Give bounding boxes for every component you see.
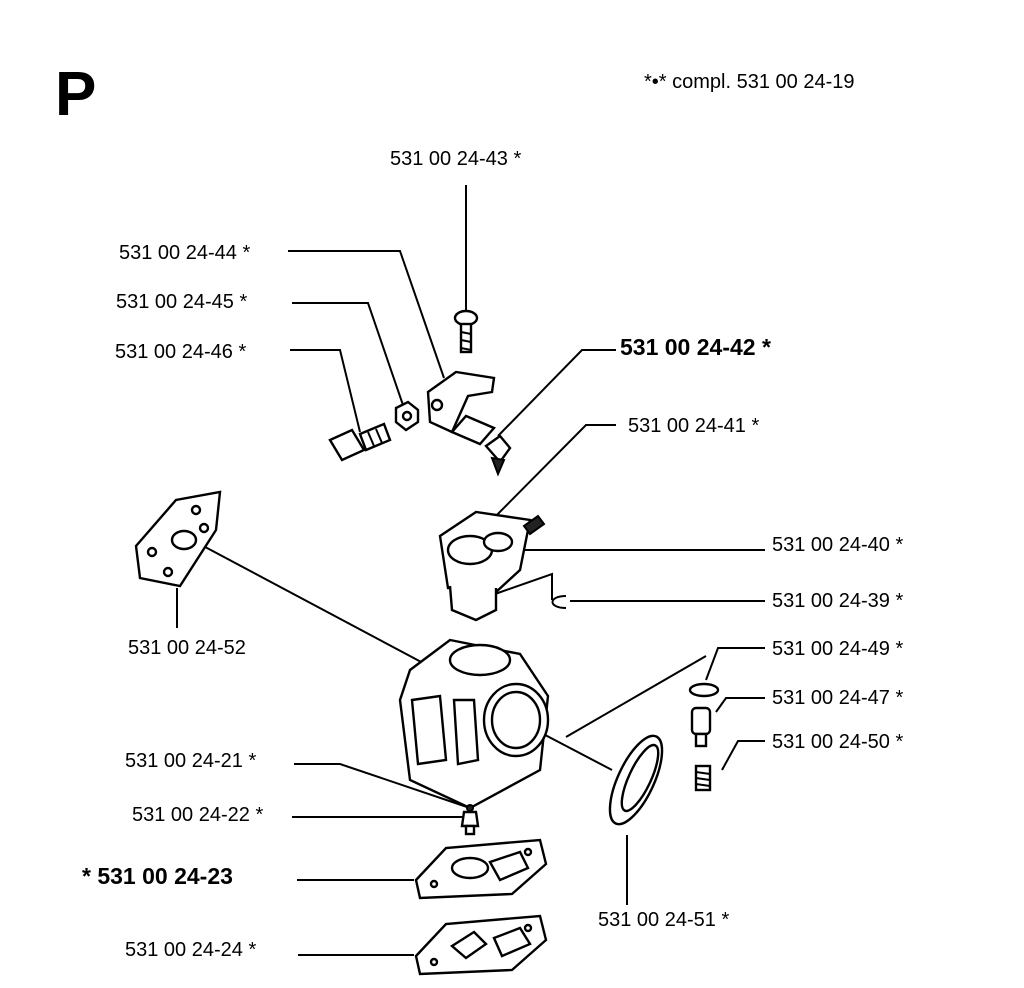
o-ring-part (688, 682, 720, 698)
lever-part (426, 370, 496, 446)
metering-gasket-part (414, 838, 548, 900)
diaphragm-cover-part (608, 734, 664, 826)
part-label-43: 531 00 24-43 * (390, 148, 522, 170)
leader-50 (721, 740, 765, 771)
part-label-47: 531 00 24-47 * (772, 687, 904, 709)
carburetor-body (398, 638, 550, 822)
part-label-40: 531 00 24-40 * (772, 534, 904, 556)
leader-49-diag (565, 655, 707, 738)
jet-part (460, 810, 480, 836)
part-label-41: 531 00 24-41 * (628, 415, 760, 437)
part-label-42: 531 00 24-42 * (620, 334, 771, 360)
leader-49 (705, 647, 765, 681)
clip-part (551, 595, 567, 609)
part-label-46: 531 00 24-46 * (115, 341, 247, 363)
leader-21 (294, 763, 471, 809)
leader-46 (290, 349, 361, 433)
part-label-45: 531 00 24-45 * (116, 291, 248, 313)
valve-part (690, 706, 712, 748)
adjusting-screw-part (328, 422, 392, 462)
gasket-part (134, 490, 222, 588)
screw-part (453, 309, 479, 354)
part-label-39: 531 00 24-39 * (772, 590, 904, 612)
nut-part (394, 400, 420, 432)
needle-part (466, 804, 474, 812)
metering-diaphragm-part (414, 914, 548, 976)
leader-42 (497, 349, 616, 437)
part-label-44: 531 00 24-44 * (119, 242, 251, 264)
leader-39-clip (494, 572, 553, 600)
part-label-21: 531 00 24-21 * (125, 750, 257, 772)
needle-valve-part (484, 434, 512, 477)
leader-44 (288, 250, 445, 379)
section-letter: P (55, 60, 97, 129)
part-label-49: 531 00 24-49 * (772, 638, 904, 660)
part-label-51: 531 00 24-51 * (598, 909, 730, 931)
part-label-22: 531 00 24-22 * (132, 804, 264, 826)
leader-52-diag (191, 539, 441, 673)
leader-41 (481, 424, 616, 531)
pump-cover-part (438, 510, 546, 622)
legend-complete-assembly: *•* compl. 531 00 24-19 (644, 71, 855, 93)
part-label-24: 531 00 24-24 * (125, 939, 257, 961)
leader-47 (715, 697, 765, 713)
part-label-52: 531 00 24-52 (128, 637, 246, 659)
spring-part (694, 764, 712, 792)
leader-lines (176, 185, 765, 956)
part-label-50: 531 00 24-50 * (772, 731, 904, 753)
leader-45 (292, 302, 405, 409)
part-label-23: * 531 00 24-23 (82, 863, 233, 889)
